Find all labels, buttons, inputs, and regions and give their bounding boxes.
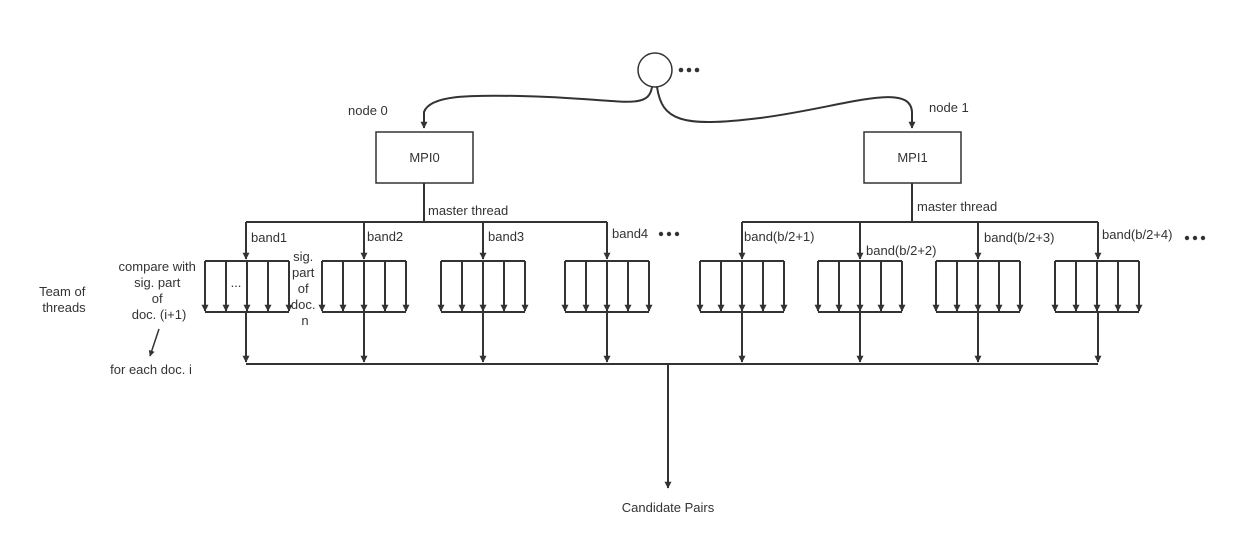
band-label: band1: [251, 230, 287, 245]
mpi1-box: [863, 131, 962, 184]
band-group: band4: [561, 222, 653, 363]
band-group: band(b/2+2): [814, 222, 936, 363]
band-group: band(b/2+4): [1051, 222, 1172, 363]
band-label: band3: [488, 229, 524, 244]
master-thread-left-label: master thread: [428, 203, 508, 218]
sig-line-5: n: [301, 313, 308, 328]
master-thread-right-label: master thread: [917, 199, 997, 214]
sig-line-3: of: [298, 281, 309, 296]
band-group: band3: [437, 222, 529, 363]
connector-to-node1: [656, 86, 916, 129]
candidate-pairs-label: Candidate Pairs: [622, 500, 715, 515]
start-node: [637, 52, 673, 88]
mpi0-label: MPI0: [409, 150, 439, 165]
mpi0-box: [375, 131, 474, 184]
mpi1-label: MPI1: [897, 150, 927, 165]
compare-with-label: compare with sig. part of doc. (i+1): [119, 259, 200, 322]
team-line-2: threads: [42, 300, 86, 315]
thread-ellipsis: ...: [231, 275, 242, 290]
more-bands-dots-left: [658, 231, 680, 237]
band-group: band(b/2+3): [932, 222, 1054, 363]
band-label: band(b/2+1): [744, 229, 814, 244]
sig-part-label: sig. part of doc. n: [291, 249, 319, 328]
more-dots-icon: [678, 67, 700, 73]
band-label: band(b/2+4): [1102, 227, 1172, 242]
band-group: band1: [201, 222, 293, 363]
compare-arrow: [148, 328, 160, 357]
band-group: band(b/2+1): [696, 222, 814, 363]
band-groups: band1 band2 band3 band4 band(b/2+1) band(b/2+…: [201, 222, 1172, 363]
sig-line-1: sig.: [293, 249, 313, 264]
team-line-1: Team of: [39, 284, 86, 299]
band-label: band4: [612, 226, 648, 241]
band-label: band(b/2+3): [984, 230, 1054, 245]
for-each-doc-label: for each doc. i: [110, 362, 192, 377]
more-bands-dots-right: [1184, 235, 1206, 241]
compare-line-4: doc. (i+1): [132, 307, 187, 322]
team-of-threads-label: Team of threads: [39, 284, 89, 315]
compare-line-1: compare with: [119, 259, 196, 274]
node1-label: node 1: [929, 100, 969, 115]
band-label: band(b/2+2): [866, 243, 936, 258]
compare-line-2: sig. part: [134, 275, 181, 290]
node0-label: node 0: [348, 103, 388, 118]
connector-to-node0: [420, 86, 653, 129]
band-label: band2: [367, 229, 403, 244]
sig-line-4: doc.: [291, 297, 316, 312]
sig-line-2: part: [292, 265, 315, 280]
band-group: band2: [318, 222, 410, 363]
compare-line-3: of: [152, 291, 163, 306]
